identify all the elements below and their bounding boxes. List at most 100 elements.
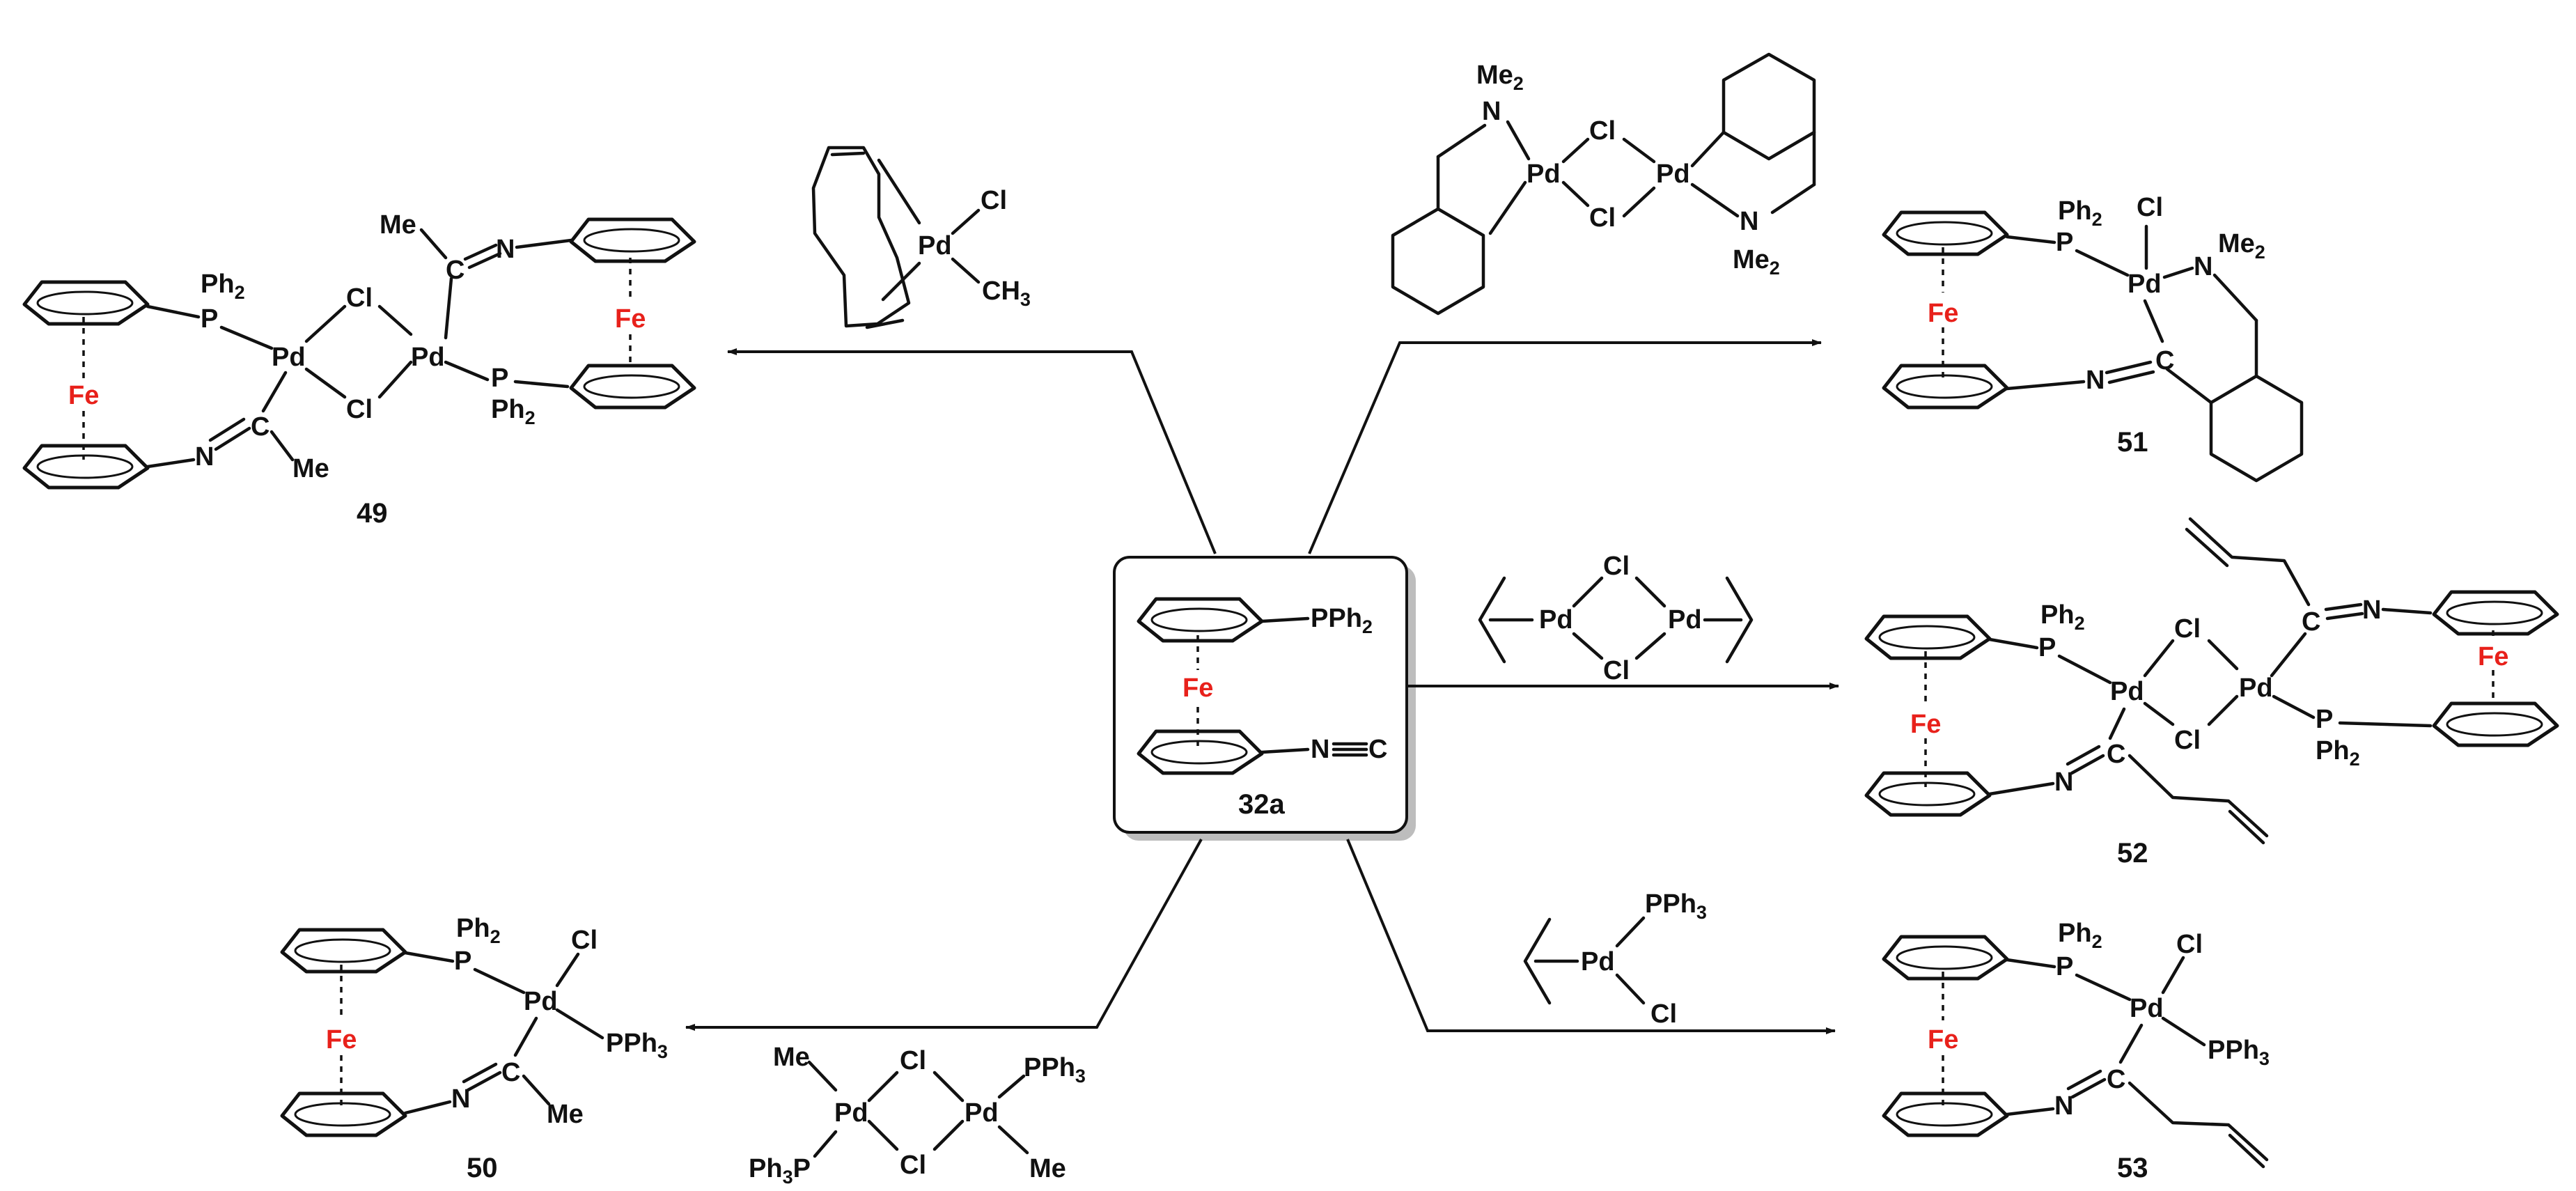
ferrocene-icon bbox=[1866, 773, 1990, 815]
ferrocene-icon bbox=[282, 1093, 405, 1135]
reaction-arrows bbox=[685, 339, 1839, 1034]
svg-text:N: N bbox=[2194, 252, 2212, 281]
svg-text:Me: Me bbox=[773, 1043, 810, 1072]
svg-text:Pd: Pd bbox=[2128, 270, 2162, 299]
compound-50: Fe P Ph2 Pd Cl PPh3 C N Me 50 bbox=[282, 914, 668, 1183]
compound-label-50: 50 bbox=[467, 1153, 498, 1183]
ferrocene-icon bbox=[571, 366, 694, 407]
svg-text:PPh3: PPh3 bbox=[606, 1029, 668, 1062]
compound-label-49: 49 bbox=[357, 498, 388, 529]
benzene-ring-icon bbox=[1722, 52, 1816, 161]
svg-text:Cl: Cl bbox=[2176, 930, 2203, 959]
svg-text:N: N bbox=[451, 1084, 470, 1114]
svg-text:Cl: Cl bbox=[1603, 656, 1630, 685]
svg-text:P: P bbox=[201, 304, 218, 334]
ferrocene-icon bbox=[2434, 703, 2557, 745]
svg-text:Cl: Cl bbox=[2137, 193, 2163, 222]
svg-text:Pd: Pd bbox=[2130, 994, 2164, 1023]
carbon-atom: C bbox=[1368, 735, 1387, 764]
svg-text:Cl: Cl bbox=[1603, 552, 1630, 581]
svg-text:Cl: Cl bbox=[1650, 999, 1677, 1029]
svg-text:Pd: Pd bbox=[272, 343, 306, 372]
ferrocene-icon bbox=[1884, 366, 2007, 407]
compound-49: Fe P Ph2 Pd Cl Cl C N Me Pd C Me N Fe P bbox=[24, 210, 694, 529]
svg-text:N: N bbox=[496, 235, 515, 264]
allyl-icon bbox=[1478, 576, 1506, 664]
svg-text:P: P bbox=[491, 364, 508, 393]
reagent-allyl-pd-dimer: Pd Cl Cl Pd bbox=[1478, 552, 1754, 685]
svg-text:Pd: Pd bbox=[524, 987, 558, 1016]
ferrocene-icon bbox=[1884, 1093, 2007, 1135]
svg-text:Pd: Pd bbox=[1527, 159, 1561, 189]
svg-text:Fe: Fe bbox=[615, 304, 646, 334]
svg-text:PPh3: PPh3 bbox=[2208, 1036, 2270, 1069]
ferrocene-icon bbox=[2434, 592, 2557, 634]
ferrocene-icon bbox=[1884, 212, 2007, 254]
ferrocene-icon bbox=[571, 219, 694, 261]
svg-text:Ph2: Ph2 bbox=[491, 395, 536, 428]
compound-label-53: 53 bbox=[2117, 1153, 2148, 1183]
svg-text:Me: Me bbox=[547, 1100, 584, 1129]
svg-text:Ph2: Ph2 bbox=[201, 270, 245, 303]
svg-text:Pd: Pd bbox=[1668, 605, 1702, 635]
iron-atom: Fe bbox=[1182, 674, 1213, 703]
svg-text:Pd: Pd bbox=[2110, 677, 2144, 706]
svg-text:P: P bbox=[2038, 633, 2056, 662]
compound-52: Fe P Ph2 Pd Cl Cl Pd C N C N Fe P bbox=[1866, 517, 2557, 869]
svg-text:Cl: Cl bbox=[1589, 116, 1616, 146]
svg-text:Cl: Cl bbox=[2174, 614, 2201, 644]
svg-text:N: N bbox=[1482, 97, 1501, 126]
pph2-label: PPh2 bbox=[1311, 604, 1373, 637]
svg-text:Cl: Cl bbox=[900, 1151, 926, 1180]
svg-text:Fe: Fe bbox=[1928, 299, 1958, 328]
ferrocene-icon bbox=[1884, 937, 2007, 979]
benzene-ring-icon bbox=[1391, 207, 1485, 316]
svg-text:Me: Me bbox=[380, 210, 416, 240]
svg-text:PPh3: PPh3 bbox=[1645, 889, 1707, 923]
svg-text:Cl: Cl bbox=[900, 1046, 926, 1075]
svg-text:P: P bbox=[2056, 228, 2073, 257]
svg-text:Ph2: Ph2 bbox=[2058, 196, 2102, 230]
svg-text:Me2: Me2 bbox=[1733, 245, 1780, 279]
svg-text:Pd: Pd bbox=[965, 1098, 999, 1128]
svg-text:C: C bbox=[251, 412, 270, 442]
arrow-to-50 bbox=[685, 839, 1203, 1031]
svg-text:PPh3: PPh3 bbox=[1024, 1053, 1086, 1087]
svg-text:Fe: Fe bbox=[1928, 1025, 1958, 1054]
svg-text:Pd: Pd bbox=[1581, 947, 1615, 976]
svg-text:Fe: Fe bbox=[68, 381, 99, 410]
allyl-icon bbox=[1725, 576, 1754, 664]
svg-text:Cl: Cl bbox=[981, 186, 1007, 215]
svg-text:Pd: Pd bbox=[1539, 605, 1573, 635]
arrow-to-53 bbox=[1346, 839, 1836, 1034]
svg-text:Me: Me bbox=[292, 454, 329, 483]
ferrocene-icon bbox=[24, 446, 148, 488]
svg-text:N: N bbox=[2362, 596, 2381, 625]
svg-text:N: N bbox=[1740, 207, 1758, 236]
reagent-pdme-pph3-dimer: Me Pd Cl Cl Pd PPh3 Me Ph3P bbox=[749, 1043, 1086, 1188]
nitrogen-atom: N bbox=[1311, 735, 1329, 764]
svg-text:Ph3P: Ph3P bbox=[749, 1154, 811, 1188]
svg-text:C: C bbox=[446, 256, 465, 285]
arrow-to-49 bbox=[727, 348, 1217, 554]
svg-text:Pd: Pd bbox=[411, 343, 445, 372]
svg-text:P: P bbox=[454, 947, 471, 976]
svg-text:C: C bbox=[2302, 607, 2320, 637]
svg-text:C: C bbox=[2155, 346, 2174, 375]
svg-text:Ph2: Ph2 bbox=[2058, 919, 2102, 952]
cyclooctadiene-icon bbox=[811, 146, 911, 328]
reagent-cod-pd: Pd Cl CH3 bbox=[811, 146, 1031, 329]
compound-32a: Fe PPh2 N C 32a bbox=[1113, 556, 1416, 841]
svg-text:Cl: Cl bbox=[346, 395, 373, 424]
svg-text:CH3: CH3 bbox=[982, 277, 1031, 310]
ferrocene-icon bbox=[1139, 599, 1262, 641]
svg-text:Pd: Pd bbox=[1656, 159, 1690, 189]
benzene-ring-icon bbox=[2209, 374, 2304, 483]
svg-text:Pd: Pd bbox=[918, 231, 952, 260]
svg-text:Cl: Cl bbox=[1589, 203, 1616, 233]
svg-text:N: N bbox=[2086, 366, 2105, 395]
svg-text:Me: Me bbox=[1029, 1154, 1066, 1183]
svg-text:N: N bbox=[2054, 768, 2073, 797]
svg-text:Cl: Cl bbox=[2174, 726, 2201, 755]
